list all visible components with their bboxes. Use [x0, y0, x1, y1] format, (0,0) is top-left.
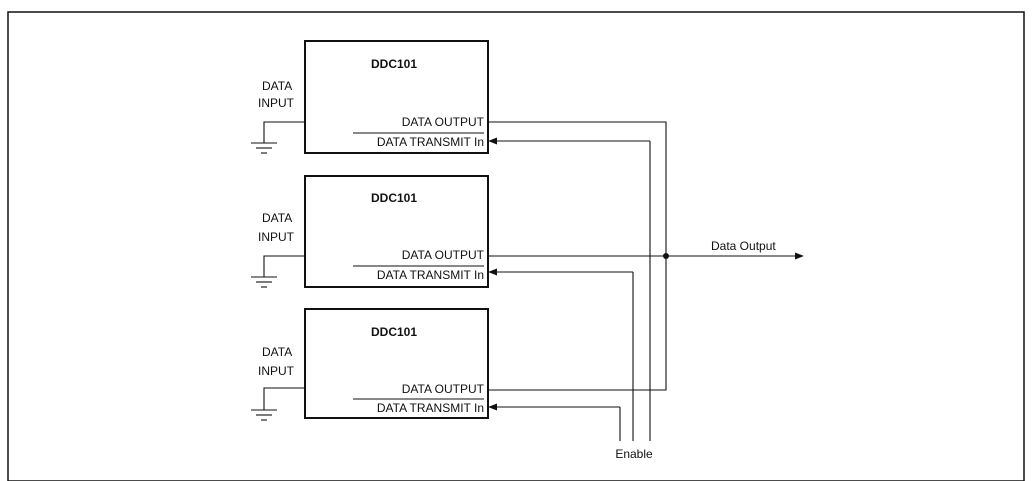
chip-1-input-label-line2: INPUT: [258, 96, 295, 110]
chip-1-ground-icon: [251, 121, 305, 154]
chip-1-title: DDC101: [371, 57, 417, 71]
chip-3-transmit-label: DATA TRANSMIT In: [377, 401, 484, 415]
chip-3-output-label: DATA OUTPUT: [402, 382, 485, 396]
bus-junction-dot: [663, 253, 669, 259]
chip-2-transmit-label: DATA TRANSMIT In: [377, 268, 484, 282]
chip-2-title: DDC101: [371, 191, 417, 205]
chip-3-input-label-line2: INPUT: [258, 364, 295, 378]
chip-2: DDC101 DATA INPUT DATA OUTPUT DATA TRANS…: [251, 175, 489, 288]
chip-2-input-label-line1: DATA: [262, 211, 292, 225]
chip-3-box: [304, 308, 489, 419]
chip-1-input-label-line1: DATA: [262, 79, 292, 93]
chip-2-ground-icon: [251, 255, 305, 288]
enable-label: Enable: [615, 447, 653, 461]
bus-output-label: Data Output: [711, 239, 776, 253]
chip-1-box: [304, 40, 489, 154]
chip-1-output-label: DATA OUTPUT: [402, 115, 485, 129]
chip-1-output-wire: [488, 121, 667, 256]
data-output-bus: Data Output: [488, 121, 804, 391]
chip-1-transmit-label: DATA TRANSMIT In: [377, 135, 484, 149]
chip-3-output-wire: [488, 256, 667, 391]
chip-3-title: DDC101: [371, 325, 417, 339]
chip-1: DDC101 DATA INPUT DATA OUTPUT DATA TRANS…: [251, 40, 489, 154]
chip-2-input-label-line2: INPUT: [258, 230, 295, 244]
chip-3-ground-icon: [251, 387, 305, 421]
chip-2-box: [304, 175, 489, 288]
enable-chain: Enable: [488, 137, 653, 461]
chip-2-output-label: DATA OUTPUT: [402, 248, 485, 262]
chip-3-input-label-line1: DATA: [262, 345, 292, 359]
chip-3: DDC101 DATA INPUT DATA OUTPUT DATA TRANS…: [251, 308, 489, 421]
figure-frame: [7, 11, 1025, 481]
